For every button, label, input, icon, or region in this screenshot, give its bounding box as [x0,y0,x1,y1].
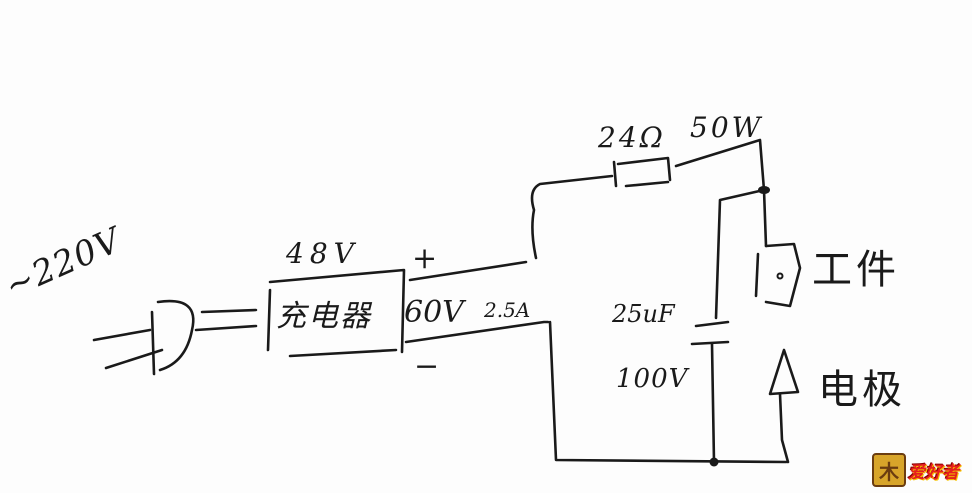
negative-bottom-rail [548,320,788,464]
capacitor-top-wire [714,188,766,320]
cord-wire-top [200,308,258,314]
resistor-power-label: 50W [690,111,764,144]
capacitor-plate-bottom [690,340,730,346]
electrode-label: 电极 [818,367,906,413]
capacitor-value-label: 25uF [612,300,675,328]
capacitor-plate-top [694,320,730,328]
output-voltage-label: 60V [404,295,464,330]
plug-icon [92,299,195,376]
charger-box [266,268,406,358]
watermark-logo: 木 爱好者 [872,452,968,488]
workpiece-wire [762,188,768,248]
plus-terminal-label: + [412,241,438,276]
capacitor-bottom-wire [710,342,716,464]
workpiece-label: 工件 [812,247,900,293]
positive-riser [530,174,614,260]
output-current-label: 2.5A [484,298,531,322]
charger-voltage-label: 48V [286,237,360,270]
minus-terminal-label: − [414,349,440,384]
positive-wire [408,260,528,282]
negative-wire [404,320,550,344]
workpiece-icon [754,242,802,308]
resistor-icon [612,156,672,188]
capacitor-voltage-label: 100V [616,364,689,394]
watermark-text: 爱好者 [908,462,959,483]
electrode-arrow-icon [768,348,800,464]
resistor-value-label: 24Ω [598,121,666,154]
cord-wire-bottom [194,324,258,332]
charger-name-label: 充电器 [276,299,372,334]
junction-dot-bottom [709,457,719,467]
wood-logo-icon: 木 [872,453,906,487]
resistor-right-wire [674,138,766,192]
